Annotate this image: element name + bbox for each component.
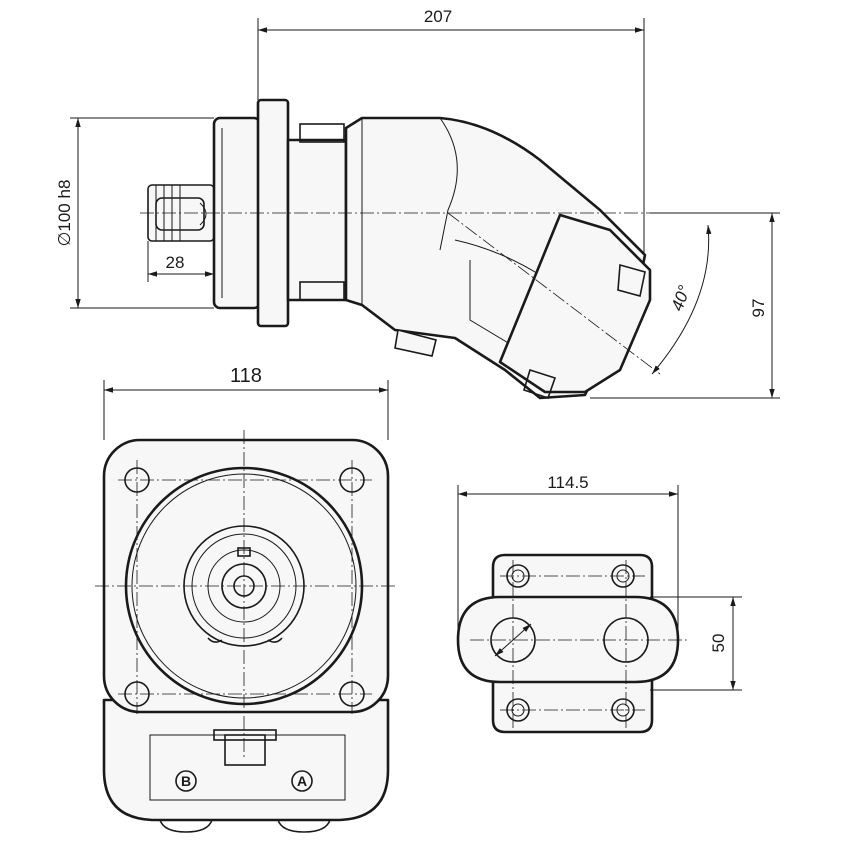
dimension-118: 118 — [103, 365, 389, 440]
port-b-label: B — [181, 773, 191, 789]
dim-50-label: 50 — [709, 634, 728, 653]
port-view: 114.5 50 — [456, 473, 742, 734]
dim-diameter-label: ∅100 h8 — [55, 180, 74, 247]
end-block — [498, 213, 652, 394]
dim-angle-label: 40° — [668, 283, 695, 314]
port-a-circle — [291, 770, 313, 792]
drain-fitting — [394, 329, 437, 357]
dim-114-5-label: 114.5 — [547, 473, 588, 492]
dim-97-label: 97 — [749, 299, 768, 318]
dimension-angle: 40° — [651, 224, 712, 375]
dimension-flange-diameter: ∅100 h8 — [55, 117, 214, 309]
front-view: B A 118 — [95, 365, 398, 833]
neck — [286, 138, 348, 302]
dim-118-label: 118 — [230, 365, 262, 387]
dimension-97: 97 — [590, 212, 780, 399]
dimension-114-5: 114.5 — [457, 473, 679, 640]
dim-28-label: 28 — [166, 253, 185, 272]
side-view: 207 ∅100 h8 28 97 40° — [55, 7, 780, 400]
dimension-50: 50 — [650, 596, 742, 691]
dimension-207: 207 — [257, 7, 645, 255]
dimension-28: 28 — [147, 241, 214, 282]
port-a-label: A — [297, 773, 307, 789]
port-b-circle — [175, 770, 197, 792]
dim-207-label: 207 — [424, 7, 452, 26]
